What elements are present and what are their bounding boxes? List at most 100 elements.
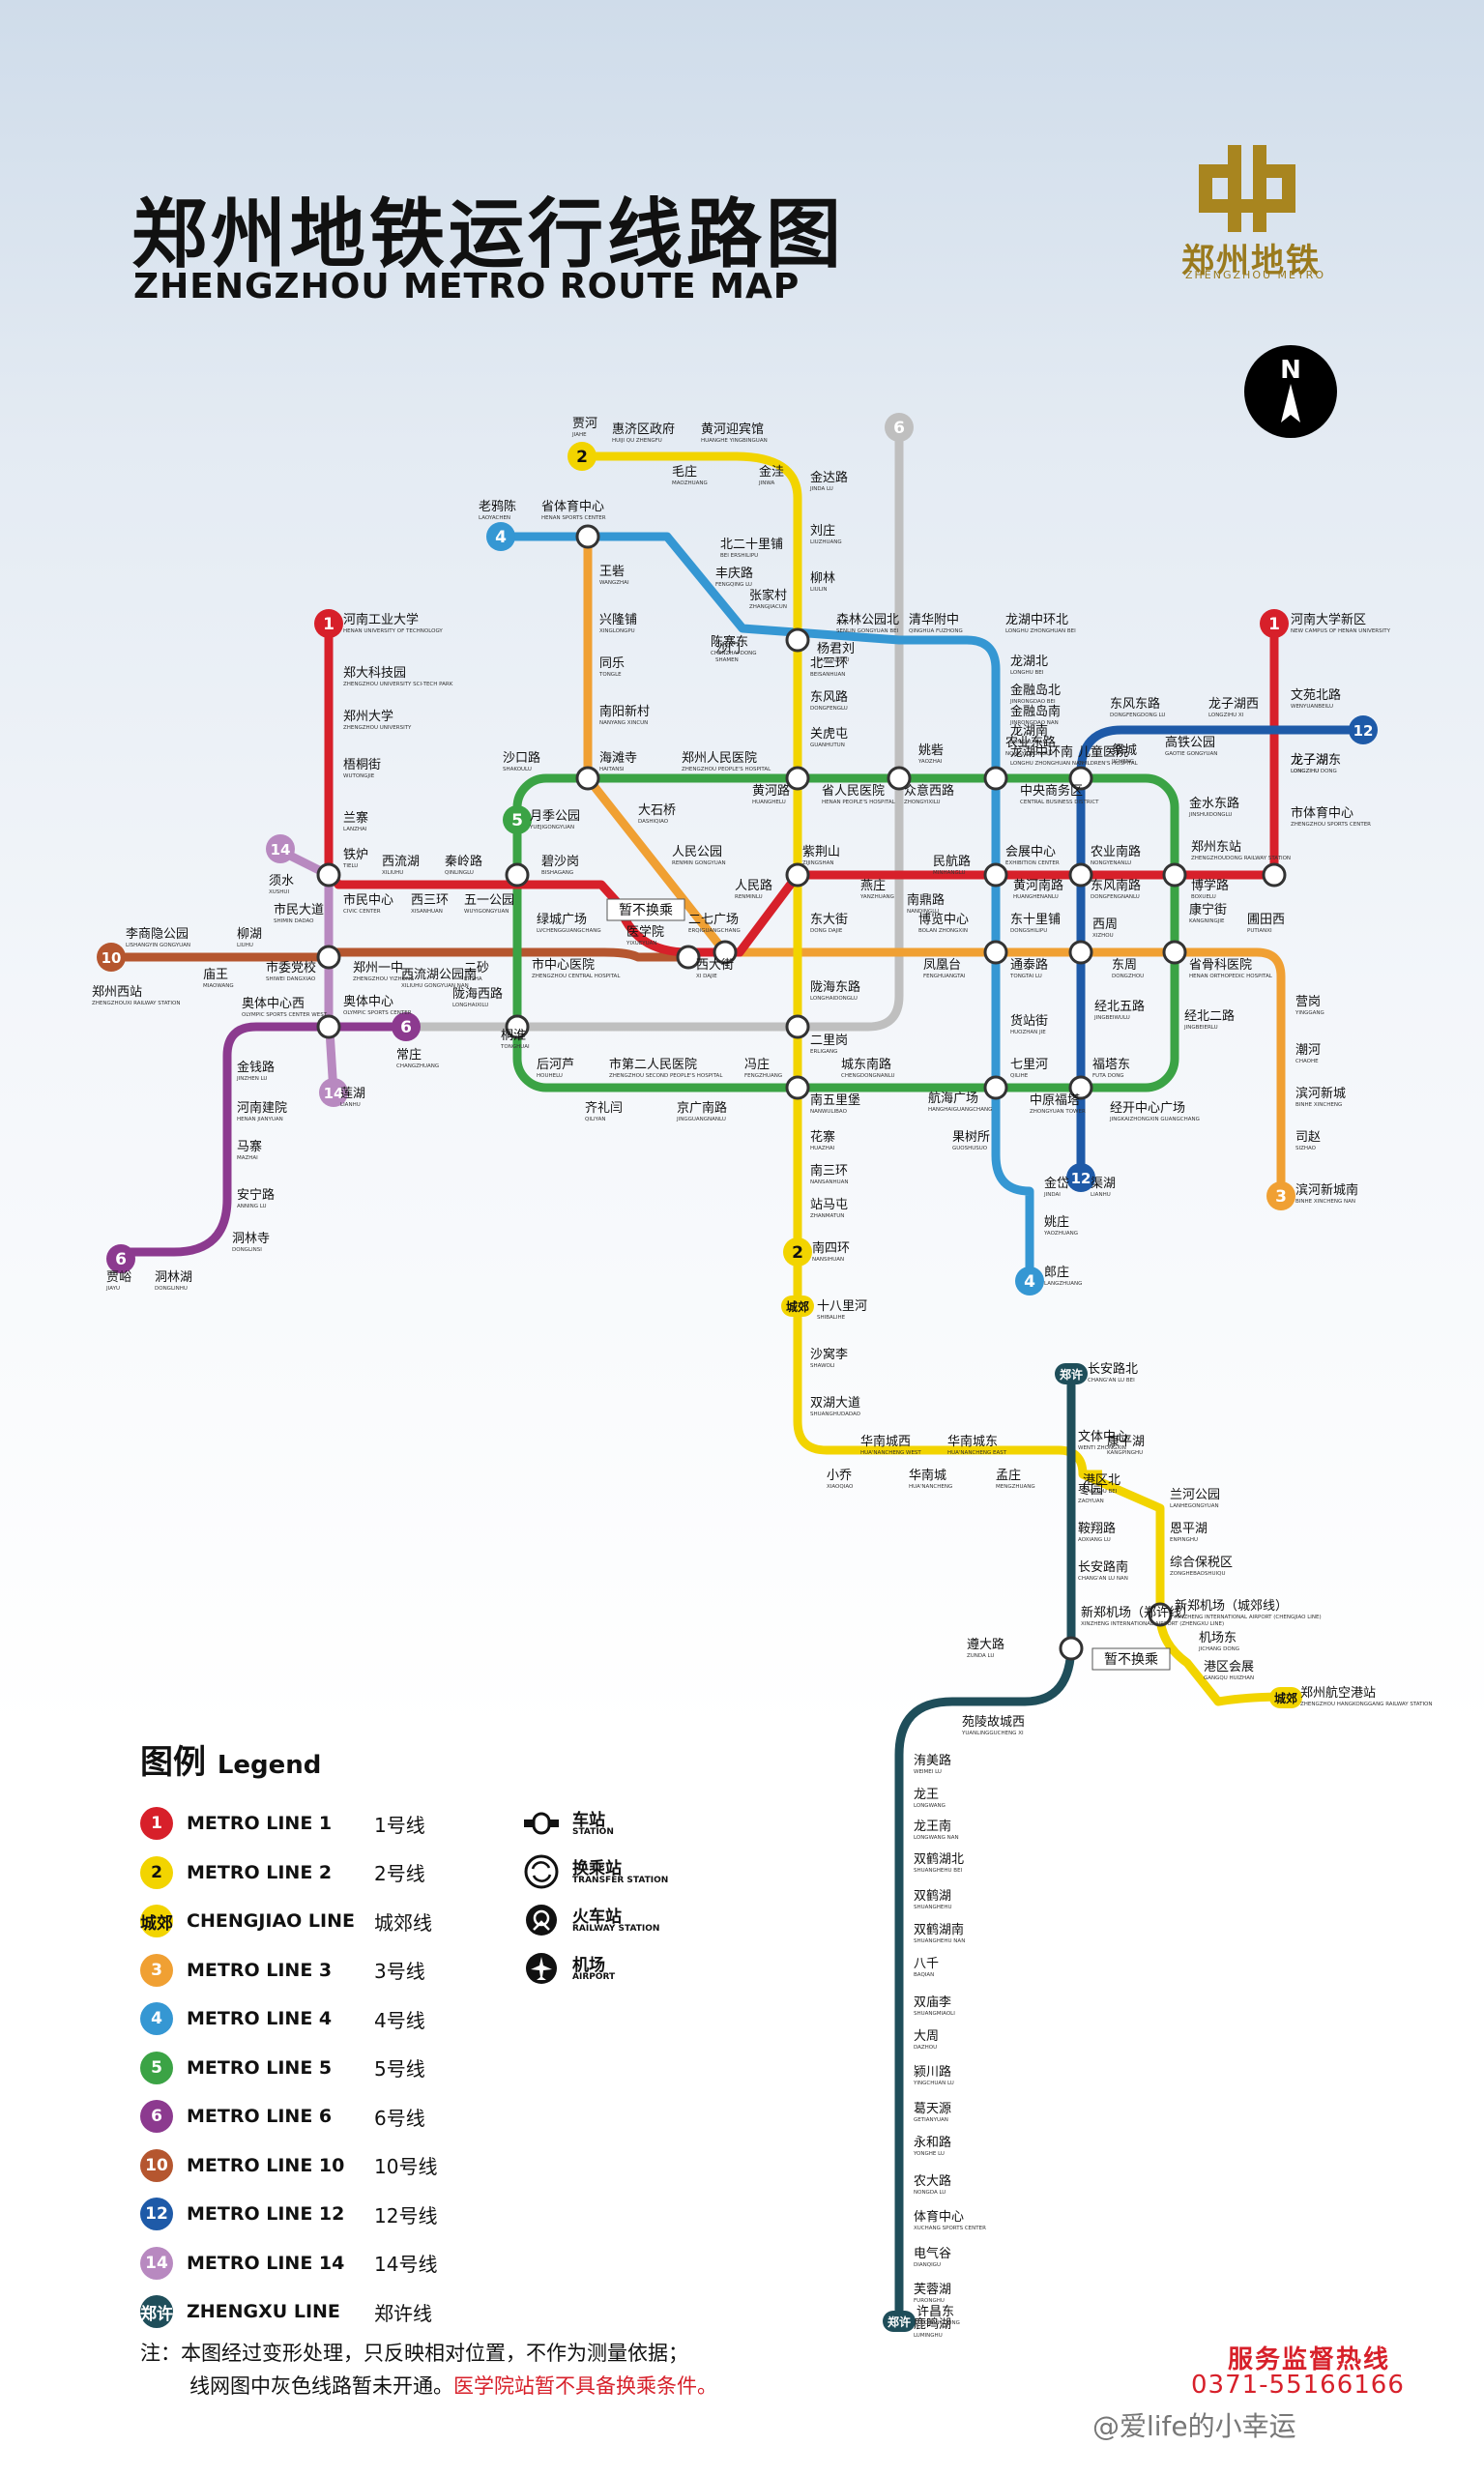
station-name-en: NANSIHUAN [812, 1257, 844, 1263]
station-name: 圃田西 [1247, 913, 1285, 927]
svg-text:郑许: 郑许 [1060, 1367, 1083, 1382]
station-name-en: BEI ERSHILIPU [720, 553, 758, 559]
station-name: 司赵 [1295, 1130, 1321, 1145]
line-5-badge: 5 [503, 805, 532, 834]
station-name: 龙子湖东 [1291, 753, 1341, 768]
station-name: 海滩寺 [599, 751, 637, 766]
station-name: 文体中心 [1078, 1430, 1128, 1444]
station-name: 兴隆铺 [599, 613, 637, 627]
station-name-en: LISHANGYIN GONGYUAN [126, 943, 190, 948]
station-name: 许昌东 [917, 2305, 954, 2319]
airport-icon [526, 1953, 557, 1984]
station-name-en: LONGZIHU XI [1208, 713, 1244, 718]
station-name: 儿童医院 [1078, 744, 1128, 760]
station-name: 姚砦 [918, 743, 944, 758]
station-name: 芙蓉湖 [914, 2283, 951, 2297]
station-name: 陇海东路 [810, 979, 860, 995]
station-name: 西三环 [411, 893, 449, 908]
station-name-en: ZHENGZHOU UNIVERSITY [343, 725, 412, 731]
station-name-en: BAQIAN [914, 1972, 934, 1978]
station-name-en: LONGZIHU [1291, 769, 1319, 774]
station-name-en: XINZHENG INTERNATIONAL AIRPORT (CHENGJIA… [1175, 1615, 1322, 1620]
station-name-en: ZHENGZHOU SPORTS CENTER [1291, 822, 1371, 828]
station-name-en: LANHEGONGYUAN [1170, 1503, 1219, 1509]
station-name-en: SHUANGHEHU NAN [914, 1938, 965, 1944]
svg-text:12: 12 [1353, 722, 1374, 740]
station-name-en: CHENGDONGNANLU [841, 1073, 895, 1079]
station-name-en: LONGHU ZHONGHUAN NAN [1010, 761, 1084, 767]
legend-line-name-cn: 城郊线 [374, 1910, 432, 1935]
station-name-en: TONGTAI LU [1009, 974, 1042, 979]
station-name-en: FENGZHUANG [744, 1073, 782, 1079]
station-name-en: NANDINGLU [907, 909, 939, 915]
chengjiao-badge: 城郊 [781, 1296, 814, 1317]
line-badge: 城郊 [140, 1905, 173, 1937]
station-name-en: XISANHUAN [411, 909, 443, 915]
station-name: 十八里河 [817, 1299, 867, 1314]
station-name-en: HUANGHE YINGBINGUAN [701, 438, 768, 444]
hotline-label: 服务监督热线 [1228, 2345, 1391, 2374]
station-name: 郑州东站 [1191, 840, 1241, 855]
station-name-en: HENAN JIANYUAN [237, 1117, 283, 1122]
station-name-en: YUANLINGGUCHENG XI [961, 1731, 1024, 1736]
station-name: 河南大学新区 [1291, 612, 1366, 627]
station-name: 双鹤湖 [914, 1888, 951, 1904]
station-name-en: DONG DAJIE [810, 928, 843, 934]
station-name: 安宁路 [237, 1187, 275, 1203]
station-name: 金融岛北 [1010, 683, 1061, 698]
svg-text:6: 6 [400, 1018, 412, 1037]
station-name-en: SHAWOLI [810, 1363, 835, 1369]
station-name: 西流湖 [382, 855, 420, 869]
station-name-en: HUANGHENANLU [1013, 894, 1059, 900]
station-name-en: LONGHAIDONGLU [810, 996, 858, 1002]
legend-line-name-cn: 郑许线 [374, 2301, 432, 2325]
station-name-en: FENGHUANGTAI [923, 974, 966, 979]
station-name: 渠湖 [1091, 1177, 1116, 1191]
line-badge: 10 [140, 2148, 173, 2182]
station-name-en: DIANQIGU [914, 2262, 941, 2268]
station-name: 黄河南路 [1013, 878, 1063, 893]
station-name: 体育中心 [914, 2209, 964, 2225]
station-name-en: XI DAJIE [696, 974, 717, 979]
station-name-en: WUTONGJIE [343, 773, 375, 779]
legend-line-name-en: METRO LINE 1 [187, 1813, 333, 1834]
station-name: 杨君刘 [817, 642, 855, 656]
station-name: 高铁公园 [1165, 735, 1215, 750]
station-name: 沙门 [715, 642, 741, 656]
station-name-en: SHUANGHEHU [914, 1905, 952, 1910]
station-name-en: LONGHU ZHONGHUAN BEI [1005, 628, 1076, 634]
station-name-en: JINRONGDAO NAN [1009, 720, 1059, 726]
station-name: 黄河路 [752, 783, 790, 799]
station-name: 货站街 [1010, 1013, 1048, 1029]
station-name-en: HENAN UNIVERSITY OF TECHNOLOGY [343, 628, 443, 634]
station-name: 永和路 [914, 2135, 951, 2150]
station-name: 中原福塔 [1030, 1093, 1080, 1108]
station-name: 南三环 [810, 1163, 848, 1179]
station-name-en: PUTIANXI [1247, 928, 1272, 934]
station-name: 营岗 [1295, 995, 1321, 1009]
